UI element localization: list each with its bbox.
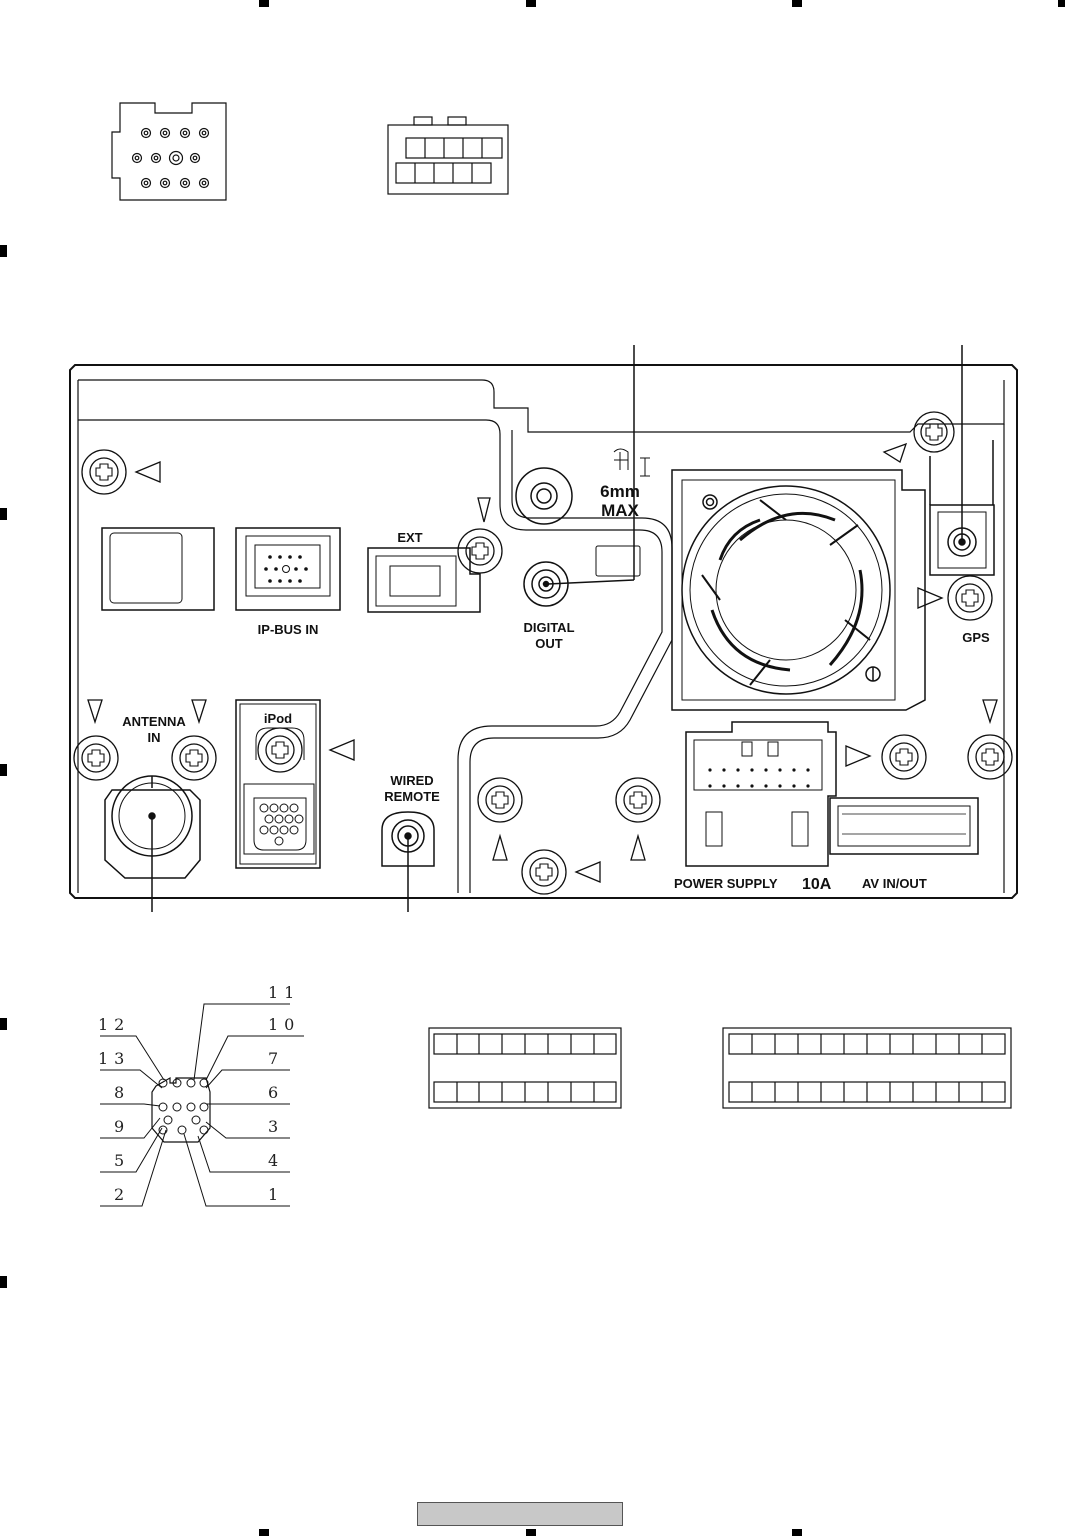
pin-4: 4 xyxy=(268,1151,278,1170)
digital-out-label-1: DIGITAL xyxy=(523,620,574,635)
pin-3: 3 xyxy=(268,1117,278,1136)
round-connector-top xyxy=(111,102,227,201)
pin-5: 5 xyxy=(114,1151,124,1170)
av-inout-label: AV IN/OUT xyxy=(862,876,927,891)
ext-label: EXT xyxy=(397,530,422,545)
gps-label: GPS xyxy=(962,630,990,645)
pin-1: 1 xyxy=(268,1185,278,1204)
max-label-1: 6mm xyxy=(600,482,640,501)
pin-12: 12 xyxy=(98,1015,130,1034)
antenna-label-2: IN xyxy=(148,730,161,745)
pin-6: 6 xyxy=(268,1083,278,1102)
pin-13: 13 xyxy=(98,1049,130,1068)
antenna-label-1: ANTENNA xyxy=(122,714,186,729)
wired-label-1: WIRED xyxy=(390,773,433,788)
pin-9: 9 xyxy=(114,1117,124,1136)
rect-connector-top xyxy=(387,116,509,195)
digital-out-label-2: OUT xyxy=(535,636,563,651)
page-footer-box xyxy=(417,1502,623,1526)
pin-11: 11 xyxy=(268,983,300,1002)
pin-10: 10 xyxy=(268,1015,300,1034)
ipod-label: iPod xyxy=(264,711,292,726)
pin-2: 2 xyxy=(114,1185,124,1204)
av-connector-face xyxy=(722,1027,1012,1109)
ip-bus-label: IP-BUS IN xyxy=(258,622,319,637)
ipod-pinout xyxy=(100,1003,304,1207)
ipod-pin-numbers: 11 12 10 13 7 8 6 9 3 5 4 2 1 xyxy=(98,983,300,1204)
pin-8: 8 xyxy=(114,1083,124,1102)
pin-7: 7 xyxy=(268,1049,278,1068)
wired-label-2: REMOTE xyxy=(384,789,440,804)
power-supply-label: POWER SUPPLY xyxy=(674,876,778,891)
power-amp-label: 10A xyxy=(802,876,832,893)
max-label-2: MAX xyxy=(601,501,639,520)
power-connector-face xyxy=(428,1027,622,1109)
rear-panel xyxy=(69,345,1018,912)
